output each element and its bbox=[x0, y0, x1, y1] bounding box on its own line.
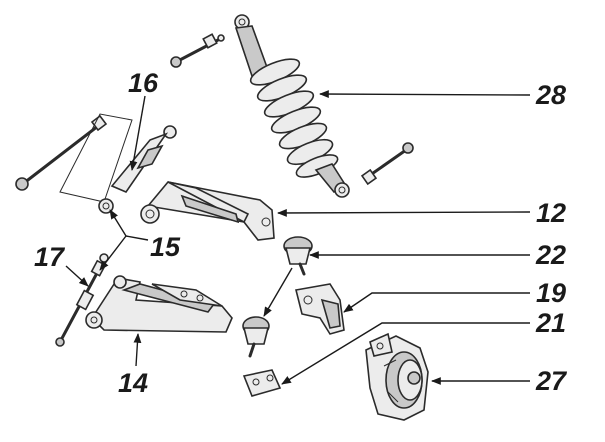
adjustable-tie-rod bbox=[55, 253, 109, 347]
callout-labels: 16 28 12 15 17 22 19 21 27 14 bbox=[34, 68, 568, 398]
callout-12: 12 bbox=[536, 198, 566, 228]
leader-16 bbox=[129, 95, 146, 171]
wheel-hub-upright bbox=[365, 332, 429, 421]
callout-16: 16 bbox=[128, 68, 159, 98]
coil-spring bbox=[249, 58, 339, 178]
upper-ball-joint bbox=[283, 236, 313, 276]
coil-over-shock-absorber bbox=[170, 14, 414, 198]
callout-19: 19 bbox=[536, 278, 566, 308]
leader-14 bbox=[133, 333, 142, 367]
shock-bottom-eye bbox=[334, 182, 350, 198]
leader-28 bbox=[319, 90, 531, 98]
mounting-bracket bbox=[295, 283, 345, 335]
upper-wishbone bbox=[140, 181, 275, 241]
callout-15: 15 bbox=[150, 232, 181, 262]
long-bolt bbox=[15, 114, 108, 191]
callout-17: 17 bbox=[34, 242, 66, 272]
lower-wishbone bbox=[85, 275, 233, 333]
leader-21 bbox=[281, 322, 530, 385]
lower-ball-joint bbox=[242, 316, 270, 358]
leader-lines bbox=[65, 90, 531, 385]
leader-22-to-lower bbox=[263, 267, 293, 317]
callout-21: 21 bbox=[535, 308, 566, 338]
upper-strut-link bbox=[98, 125, 177, 214]
leader-19 bbox=[343, 292, 530, 313]
bolt-outline-bracket bbox=[59, 113, 133, 203]
callout-28: 28 bbox=[535, 80, 566, 110]
mounting-plate bbox=[242, 369, 282, 397]
leader-17 bbox=[65, 265, 89, 287]
leader-15-b bbox=[99, 235, 127, 271]
shock-bottom-mount-bolt bbox=[360, 142, 414, 186]
shock-top-mount-bolt bbox=[170, 33, 225, 68]
callout-22: 22 bbox=[535, 240, 566, 270]
callout-27: 27 bbox=[535, 366, 568, 396]
callout-14: 14 bbox=[118, 368, 148, 398]
leader-12 bbox=[277, 209, 531, 217]
